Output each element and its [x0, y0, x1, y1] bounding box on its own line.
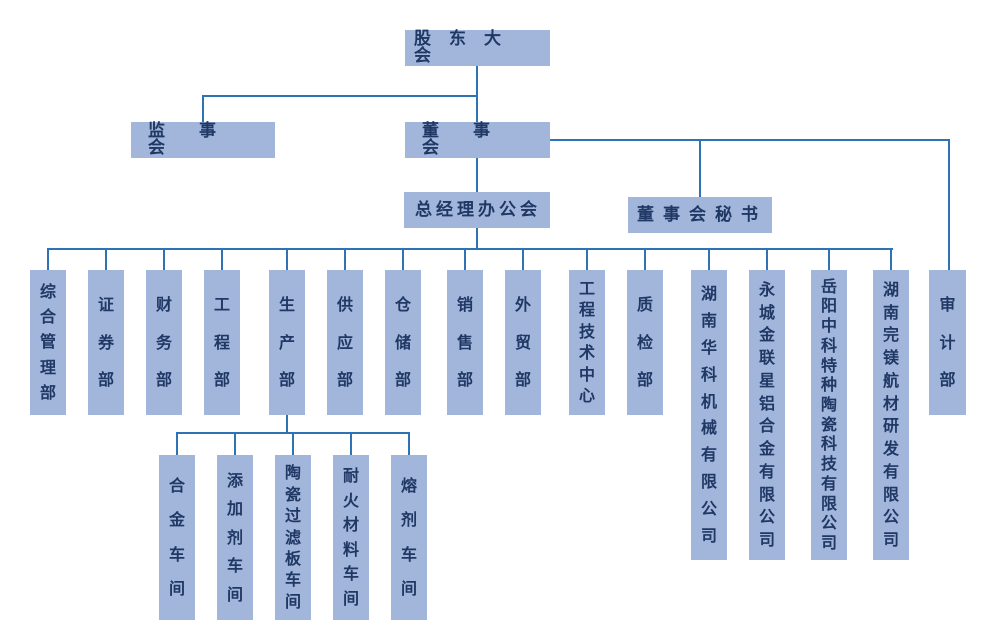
- dept-sales: 销售部: [447, 270, 483, 415]
- connector-dept-drop: [344, 248, 346, 270]
- connector-workshop-drop: [234, 432, 236, 455]
- dept-comprehensive-management: 综合管理部: [30, 270, 66, 415]
- node-label: 监事会: [148, 121, 250, 158]
- connector-secretary-drop: [699, 139, 701, 197]
- dept-engineering-tech-center: 工程技术中心: [569, 270, 605, 415]
- connector-dept-drop: [644, 248, 646, 270]
- dept-supply: 供应部: [327, 270, 363, 415]
- node-label: 销售部: [456, 294, 473, 390]
- node-label: 生产部: [278, 294, 295, 390]
- node-label: 综合管理部: [39, 282, 56, 402]
- node-board-secretary: 董事会秘书: [628, 197, 772, 233]
- connector-departments-bus: [47, 248, 893, 250]
- connector-branch-top: [202, 95, 478, 97]
- dept-foreign-trade: 外贸部: [505, 270, 541, 415]
- workshop-ceramic-filter-plate: 陶瓷过滤板车间: [275, 455, 311, 620]
- node-label: 外贸部: [514, 294, 531, 390]
- connector-dept-drop: [105, 248, 107, 270]
- connector-board-drop: [476, 95, 478, 122]
- connector-supervisory-drop: [202, 95, 204, 122]
- node-label: 股东大会: [414, 29, 519, 66]
- connector-dept-drop: [766, 248, 768, 270]
- connector-workshop-drop: [292, 432, 294, 455]
- node-label: 耐火材料车间: [342, 466, 359, 608]
- connector-dept-drop: [464, 248, 466, 270]
- node-label: 湖南华科机械有限公司: [700, 283, 717, 546]
- node-label: 仓储部: [394, 294, 411, 390]
- workshop-additive: 添加剂车间: [217, 455, 253, 620]
- workshop-alloy: 合金车间: [159, 455, 195, 620]
- workshop-refractory-material: 耐火材料车间: [333, 455, 369, 620]
- connector-workshop-drop: [408, 432, 410, 455]
- node-label: 财务部: [155, 294, 172, 390]
- connector-dept-drop: [286, 248, 288, 270]
- workshop-flux: 熔剂车间: [391, 455, 427, 620]
- connector-board-to-gm: [476, 158, 478, 192]
- node-supervisory-board: 监事会: [131, 122, 275, 158]
- node-label: 添加剂车间: [226, 470, 243, 604]
- node-label: 永城金联星铝合金有限公司: [758, 279, 775, 550]
- connector-dept-drop: [586, 248, 588, 270]
- node-shareholders-meeting: 股东大会: [405, 30, 550, 66]
- dept-audit: 审计部: [929, 270, 966, 415]
- connector-dept-drop: [47, 248, 49, 270]
- subsidiary-zhongke-ceramics: 岳阳中科特种陶瓷科技有限公司: [811, 270, 847, 560]
- node-label: 工程技术中心: [578, 278, 595, 406]
- subsidiary-aviation-materials: 湖南完镁航材研发有限公司: [873, 270, 909, 560]
- connector-root-down: [476, 66, 478, 96]
- node-label: 工程部: [213, 294, 230, 390]
- node-label: 湖南完镁航材研发有限公司: [882, 279, 899, 550]
- dept-finance: 财务部: [146, 270, 182, 415]
- node-label: 岳阳中科特种陶瓷科技有限公司: [820, 276, 837, 553]
- dept-production: 生产部: [269, 270, 305, 415]
- connector-workshop-drop: [176, 432, 178, 455]
- connector-dept-drop: [221, 248, 223, 270]
- connector-gm-down: [476, 228, 478, 249]
- dept-securities: 证券部: [88, 270, 124, 415]
- connector-dept-drop: [402, 248, 404, 270]
- connector-board-right: [550, 139, 950, 141]
- node-label: 董事会秘书: [637, 204, 767, 225]
- node-gm-office: 总经理办公会: [404, 192, 550, 228]
- connector-workshop-drop: [350, 432, 352, 455]
- dept-warehouse: 仓储部: [385, 270, 421, 415]
- connector-dept-drop: [522, 248, 524, 270]
- subsidiary-jinlianxing-aluminum: 永城金联星铝合金有限公司: [749, 270, 785, 560]
- connector-dept-drop: [890, 248, 892, 270]
- node-label: 证券部: [97, 294, 114, 390]
- subsidiary-huake-machinery: 湖南华科机械有限公司: [691, 270, 727, 560]
- connector-audit-drop: [948, 139, 950, 270]
- connector-production-down: [286, 415, 288, 433]
- dept-quality-inspection: 质检部: [627, 270, 663, 415]
- node-label: 合金车间: [168, 476, 185, 598]
- connector-dept-drop: [708, 248, 710, 270]
- node-label: 熔剂车间: [400, 476, 417, 598]
- connector-dept-drop: [828, 248, 830, 270]
- node-label: 审计部: [939, 294, 956, 390]
- node-label: 陶瓷过滤板车间: [284, 463, 301, 611]
- node-board-of-directors: 董事会: [405, 122, 550, 158]
- node-label: 供应部: [336, 294, 353, 390]
- node-label: 总经理办公会: [415, 199, 541, 220]
- node-label: 质检部: [636, 294, 653, 390]
- node-label: 董事会: [422, 121, 524, 158]
- dept-engineering: 工程部: [204, 270, 240, 415]
- connector-dept-drop: [163, 248, 165, 270]
